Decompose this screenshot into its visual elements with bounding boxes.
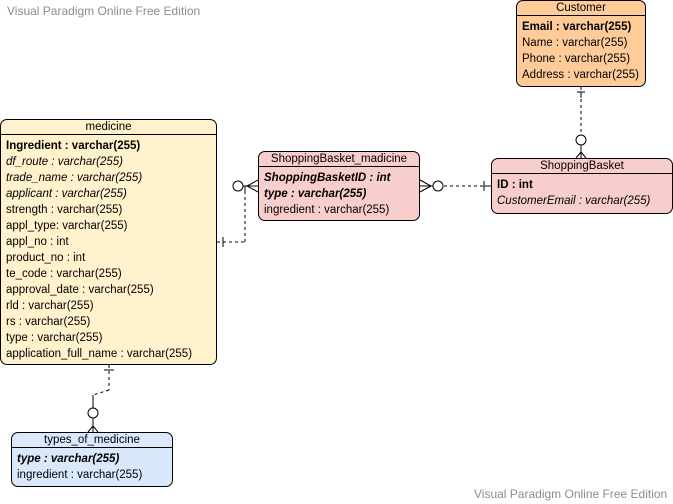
attribute-rld: rld : varchar(255) [6,300,94,312]
attribute-type: type : varchar(255) [264,188,367,200]
attribute-application-full-name: application_full_name : varchar(255) [6,348,193,360]
relationship-basketmedicine-shoppingbasket [419,179,491,193]
watermark-top: Visual Paradigm Online Free Edition [7,4,201,18]
attribute-rs: rs : varchar(255) [6,316,91,328]
attribute-applicant: applicant : varchar(255) [6,188,127,200]
relationship-medicine-typesofmedicine [87,365,114,433]
attribute-df-route: df_route : varchar(255) [6,156,123,168]
relationship-customer-shoppingbasket [575,87,587,159]
attribute-id: ID : int [497,179,533,191]
attribute-phone: Phone : varchar(255) [522,53,631,65]
attribute-customeremail: CustomerEmail : varchar(255) [497,195,651,207]
entity-title: medicine [1,120,216,135]
attribute-type: type : varchar(255) [17,453,120,465]
relationship-medicine-basketmedicine [217,179,259,247]
attribute-approval-date: approval_date : varchar(255) [6,284,154,296]
attribute-product-no: product_no : int [6,252,86,264]
attribute-ingredient: Ingredient : varchar(255) [6,140,141,152]
entity-title: ShoppingBasket_madicine [259,152,419,167]
entity-shoppingbasket-madicine[interactable]: ShoppingBasket_madicine ShoppingBasketID… [258,151,420,221]
entity-medicine[interactable]: medicine Ingredient : varchar(255) df_ro… [0,119,217,365]
entity-title: Customer [517,1,645,16]
attribute-name: Name : varchar(255) [522,37,628,49]
attribute-type: type : varchar(255) [6,332,103,344]
attribute-ingredient: ingredient : varchar(255) [17,469,143,481]
attribute-appl-type: appl_type: varchar(255) [6,220,128,232]
attribute-appl-no: appl_no : int [6,236,69,248]
entity-title: types_of_medicine [12,433,172,448]
attribute-email: Email : varchar(255) [522,21,632,33]
entity-types-of-medicine[interactable]: types_of_medicine type : varchar(255) in… [11,432,173,487]
attribute-shoppingbasketid: ShoppingBasketID : int [264,172,391,184]
attribute-trade-name: trade_name : varchar(255) [6,172,143,184]
watermark-bottom: Visual Paradigm Online Free Edition [474,487,668,501]
attribute-strength: strength : varchar(255) [6,204,123,216]
entity-shoppingbasket[interactable]: ShoppingBasket ID : int CustomerEmail : … [491,158,673,214]
entity-title: ShoppingBasket [492,159,672,174]
attribute-ingredient: ingredient : varchar(255) [264,204,390,216]
attribute-address: Address : varchar(255) [522,69,639,81]
entity-customer[interactable]: Customer Email : varchar(255) Name : var… [516,0,646,87]
attribute-te-code: te_code : varchar(255) [6,268,122,280]
